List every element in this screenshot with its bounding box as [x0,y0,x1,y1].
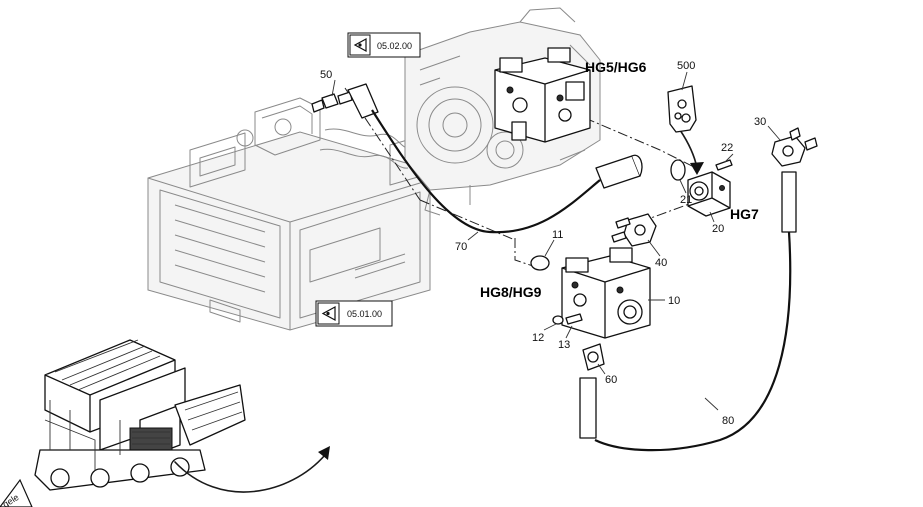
hose-70 [347,83,643,234]
view-ref-mid-label: 05.01.00 [347,309,382,319]
callout-21: 21 [680,194,692,206]
callout-30: 30 [754,116,766,128]
fitting-60 [582,343,605,371]
callout-20: 20 [712,223,724,235]
screw-13 [565,313,583,325]
flange-fitting-30 [771,127,818,167]
engine-block-outline [147,97,431,331]
callout-80: 80 [722,415,734,427]
machine-overview-illustration [34,339,246,491]
coupling-part-500 [667,85,697,133]
callout-70: 70 [455,241,467,253]
arrow-head-icon [690,162,704,175]
callout-60: 60 [605,374,617,386]
view-ref-top-label: 05.02.00 [377,41,412,51]
view-ref-box-mid[interactable]: 05.01.00 [315,300,393,327]
washer-12 [552,315,564,325]
gear-pump-hg7 [687,171,731,217]
callout-13: 13 [558,339,570,351]
label-hg5-hg6: HG5/HG6 [585,59,647,75]
valve-block-hg8-hg9 [561,247,651,339]
o-ring-21 [670,159,686,181]
leader-lines [331,71,781,411]
label-hg7: HG7 [730,206,759,222]
callout-10: 10 [668,295,680,307]
overview-arrow [174,454,326,493]
flange-fitting-40 [611,213,657,247]
bolt-22 [715,159,733,171]
o-ring-11 [530,255,550,271]
callout-11: 11 [552,229,563,241]
callout-500: 500 [677,60,695,72]
label-hg8-hg9: HG8/HG9 [480,284,542,300]
hose-80 [579,171,797,452]
callout-12: 12 [532,332,544,344]
valve-block-hg5-hg6 [494,47,591,143]
callout-40: 40 [655,257,667,269]
fitting-50 [311,91,353,113]
eye-view-icon [353,37,367,53]
view-ref-box-top[interactable]: 05.02.00 [347,32,421,58]
callout-22: 22 [721,142,733,154]
callout-50: 50 [320,69,332,81]
arrow-head-icon [318,446,330,460]
corner-triangle-badge: gele [0,478,33,507]
eye-view-icon [321,305,336,322]
